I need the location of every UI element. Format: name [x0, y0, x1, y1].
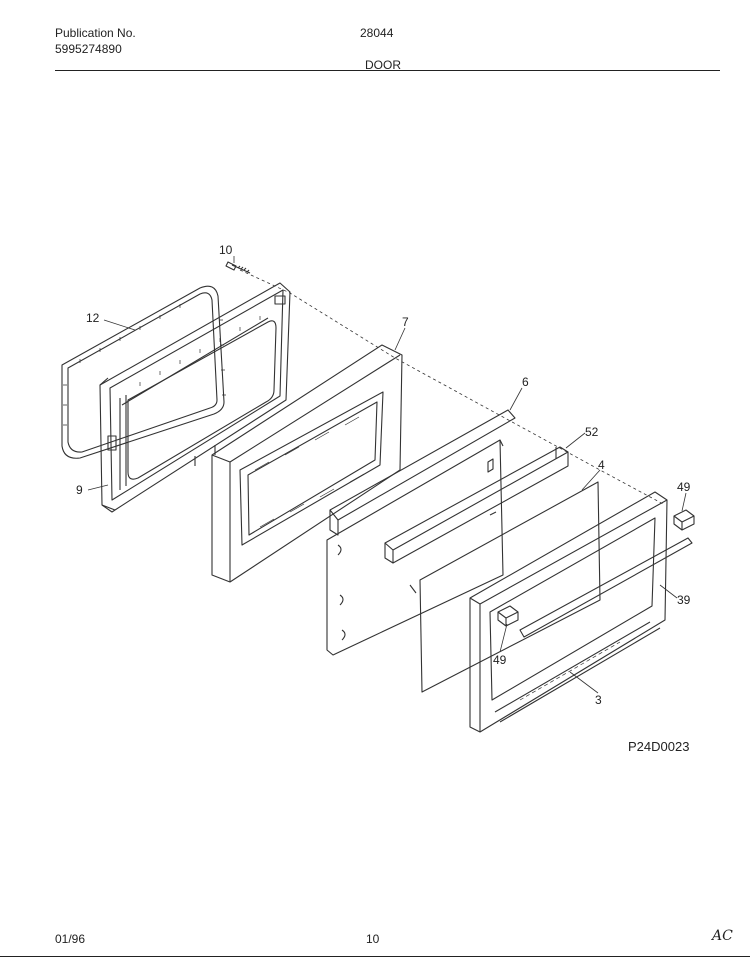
callout-52: 52 [585, 425, 599, 439]
part-49-clip-upper [673, 509, 695, 531]
callout-4: 4 [598, 458, 605, 472]
part-6-panel-bracket [326, 409, 516, 656]
part-52-channel [384, 446, 569, 564]
publication-number: 5995274890 [55, 42, 122, 56]
callout-10: 10 [219, 243, 233, 257]
callout-3: 3 [595, 693, 602, 707]
diagram-code: P24D0023 [628, 739, 689, 754]
footer-date: 01/96 [55, 932, 86, 946]
part-9-inner-liner [99, 282, 291, 513]
callout-49-upper: 49 [677, 480, 691, 494]
section-title: DOOR [365, 58, 401, 72]
footer-rule [0, 956, 750, 957]
header-rule [55, 70, 720, 71]
callout-6: 6 [522, 375, 529, 389]
part-39-trim [519, 537, 693, 638]
model-number: 28044 [360, 26, 394, 40]
part-10-screw [225, 261, 251, 274]
part-7-outer-frame [211, 344, 403, 583]
leader-lines [87, 256, 687, 694]
callout-9: 9 [76, 483, 83, 497]
footer-page: 10 [366, 932, 380, 946]
part-3-glass-frame [469, 491, 668, 733]
part-4-glass [419, 481, 601, 693]
alignment-dashed-line [239, 269, 666, 506]
callout-12: 12 [86, 311, 100, 325]
callout-39: 39 [677, 593, 691, 607]
publication-label: Publication No. [55, 26, 136, 40]
callout-7: 7 [402, 315, 409, 329]
footer-initials: AC [712, 928, 733, 944]
callout-49-lower: 49 [493, 653, 507, 667]
part-49-clip-lower [497, 605, 519, 627]
